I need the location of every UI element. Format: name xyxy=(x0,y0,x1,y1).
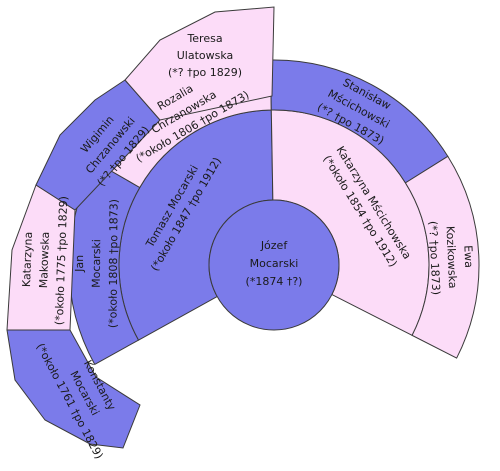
person-maternal-grandmother-label: EwaKozikowska(*? †po 1873) xyxy=(426,219,476,295)
person-paternal-grandfather-label-line: (*około 1808 †po 1873) xyxy=(106,199,120,328)
person-maternal-grandmother-label-line: Ewa xyxy=(461,245,475,268)
person-paternal-grandfather-label-line: Mocarski xyxy=(90,239,103,288)
root-person-label-line: (*1874 †?) xyxy=(246,275,303,288)
person-maternal-grandmother-label-line: (*? †po 1873) xyxy=(426,221,442,296)
person-segment-ggf-1[interactable] xyxy=(6,329,141,449)
person-segment-ggm-2[interactable] xyxy=(124,6,275,121)
person-ggm-2-label-line: Ulatowska xyxy=(177,49,234,62)
root-person-label-line: Józef xyxy=(260,239,289,252)
person-ggm-1-label-line: Makowska xyxy=(37,232,52,289)
person-segment-maternal-grandmother[interactable] xyxy=(404,155,480,359)
root-person-label-line: Mocarski xyxy=(250,257,299,270)
person-maternal-grandmother-label-line: Kozikowska xyxy=(443,226,459,289)
person-ggm-1-label-line: (*około 1775 †po 1829) xyxy=(53,196,70,325)
person-ggm-1-label-line: Katarzyna xyxy=(20,232,35,288)
person-paternal-grandfather-label-line: Jan xyxy=(73,255,86,273)
person-ggm-2-label-line: Teresa xyxy=(186,32,222,45)
root-person-circle[interactable] xyxy=(208,199,340,331)
person-paternal-grandfather-label: Jan Mocarski(*około 1808 †po 1873) xyxy=(72,199,120,328)
person-ggm-2-label-line: (*? †po 1829) xyxy=(168,66,242,79)
